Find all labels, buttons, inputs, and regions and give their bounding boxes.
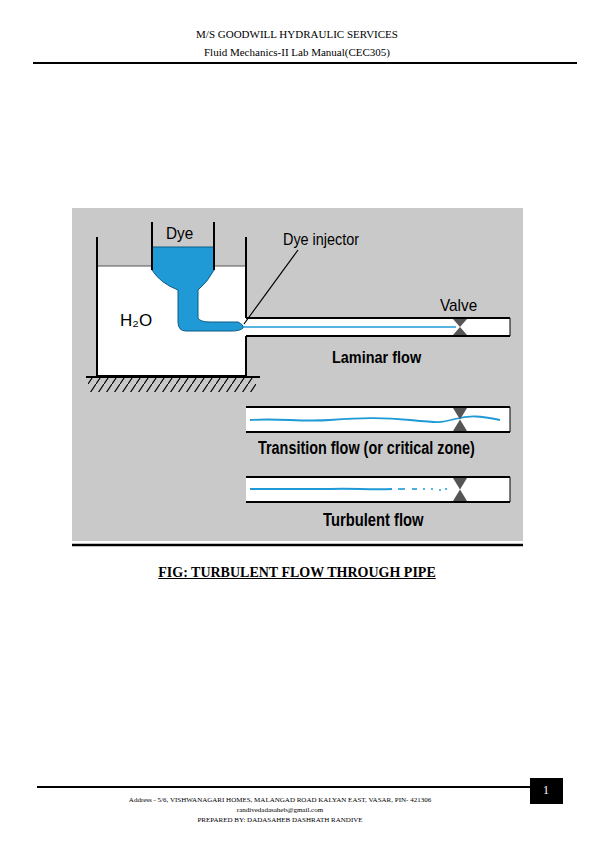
header-text: Fluid Mechanics-II Lab Manual(CEC305) (204, 46, 390, 59)
page-number: 1 (543, 784, 549, 798)
flow-label: Transition flow (or critical zone) (258, 438, 475, 459)
footer-text: PREPARED BY: DADASAHEB DASHRATH RANDIVE (197, 816, 362, 824)
part-label: Dye injector (283, 231, 359, 249)
footer-text: randivedadasaheb@gmail.com (237, 806, 323, 814)
flow-label: Turbulent flow (323, 510, 424, 531)
footer-text: Address - 5/6, VISHWANAGARI HOMES, MALAN… (129, 796, 431, 804)
part-label: Dye (166, 224, 193, 244)
part-label: Valve (440, 296, 477, 316)
figure-caption: FIG: TURBULENT FLOW THROUGH PIPE (158, 565, 435, 581)
part-label: H₂O (120, 311, 152, 331)
header-text: M/S GOODWILL HYDRAULIC SERVICES (196, 28, 398, 41)
flow-label: Laminar flow (332, 348, 421, 368)
